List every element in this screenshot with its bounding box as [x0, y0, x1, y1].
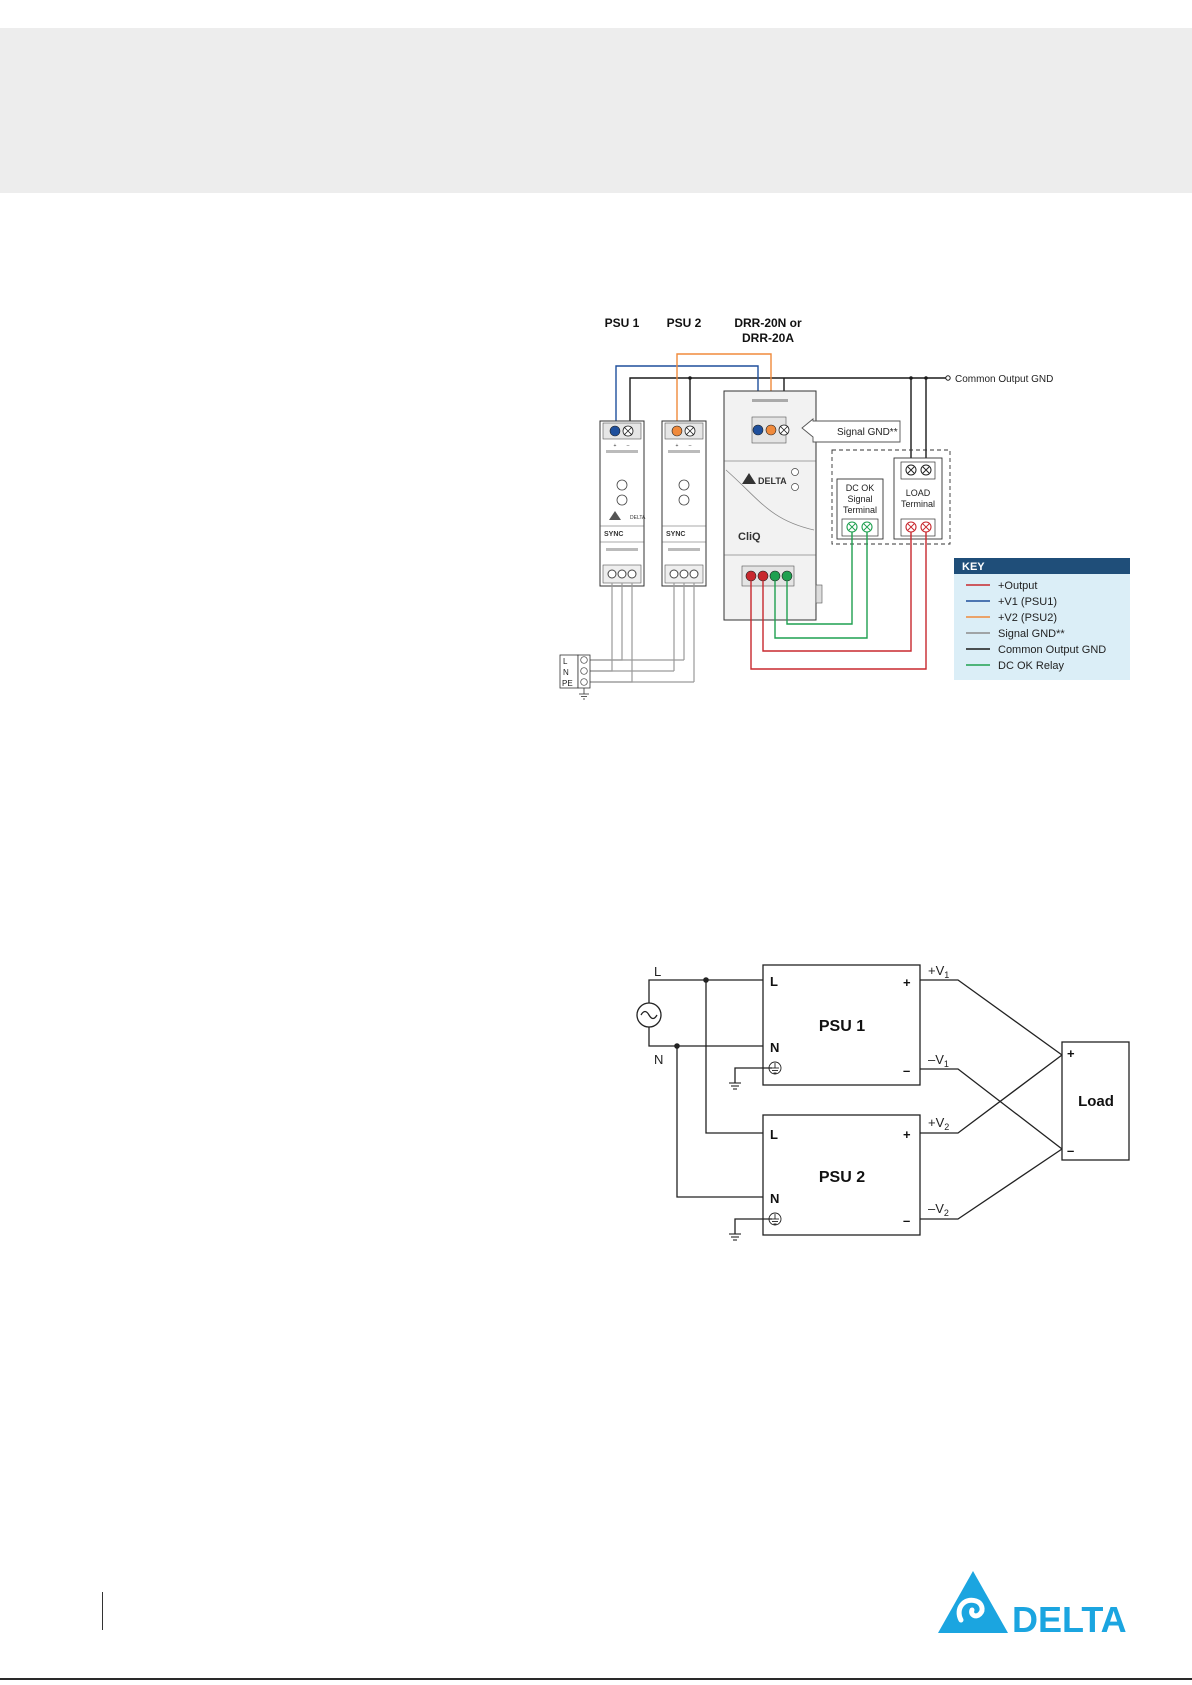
- common-gnd-node: [946, 376, 950, 380]
- svg-text:DELTA: DELTA: [630, 515, 646, 521]
- svg-text:L: L: [770, 974, 778, 989]
- svg-text:+: +: [614, 443, 617, 449]
- load-terminal: LOAD Terminal: [894, 458, 942, 539]
- v1-minus-label: –V1: [928, 1052, 949, 1069]
- svg-text:Terminal: Terminal: [901, 499, 935, 509]
- neutral-label: N: [654, 1052, 663, 1067]
- svg-text:–: –: [903, 1063, 910, 1078]
- delta-logo-text: DELTA: [1012, 1599, 1127, 1640]
- psu2-module: + – SYNC: [662, 421, 706, 586]
- dc-ok-signal-terminal: DC OK Signal Terminal: [837, 479, 883, 539]
- key-item-label: Signal GND**: [998, 628, 1065, 640]
- v1-plus-label: +V1: [928, 963, 949, 980]
- psu1-heading: PSU 1: [605, 316, 640, 330]
- psu2-heading: PSU 2: [667, 316, 702, 330]
- key-item-label: +Output: [998, 580, 1037, 592]
- key-item-label: +V1 (PSU1): [998, 596, 1057, 608]
- psu1-module: + – DELTA SYNC: [600, 421, 646, 586]
- svg-text:+: +: [1067, 1046, 1075, 1061]
- psu2-name: PSU 2: [819, 1169, 865, 1186]
- svg-text:Terminal: Terminal: [843, 505, 877, 515]
- key-title: KEY: [962, 561, 985, 573]
- common-gnd-label: Common Output GND: [955, 374, 1053, 385]
- svg-text:PE: PE: [562, 679, 573, 688]
- mains-terminal-block: L N PE: [560, 655, 590, 699]
- header-band: [0, 28, 1192, 193]
- signal-gnd-callout: Signal GND**: [802, 419, 900, 442]
- svg-text:DC OK: DC OK: [846, 483, 875, 493]
- footer-rule: [0, 1678, 1192, 1680]
- key-item-label: Common Output GND: [998, 644, 1106, 656]
- wiring-diagram: PSU 1 PSU 2 DRR-20N or DRR-20A Common Ou…: [540, 300, 1140, 720]
- svg-text:–: –: [1067, 1143, 1074, 1158]
- key-item-label: +V2 (PSU2): [998, 612, 1057, 624]
- v2-minus-label: –V2: [928, 1201, 949, 1218]
- svg-text:SYNC: SYNC: [666, 531, 685, 538]
- svg-text:Signal: Signal: [847, 494, 872, 504]
- svg-text:L: L: [770, 1127, 778, 1142]
- svg-text:+: +: [903, 1127, 911, 1142]
- svg-text:N: N: [563, 668, 569, 677]
- ac-input-wires: [586, 583, 694, 682]
- footer-divider: [102, 1592, 103, 1630]
- svg-text:N: N: [770, 1191, 779, 1206]
- drr-heading-line2: DRR-20A: [742, 331, 794, 345]
- line-label: L: [654, 964, 661, 979]
- svg-text:LOAD: LOAD: [906, 488, 931, 498]
- load-name: Load: [1078, 1093, 1114, 1110]
- psu1-name: PSU 1: [819, 1018, 865, 1035]
- drr-heading-line1: DRR-20N or: [734, 316, 802, 330]
- wiring-key: KEY +Output +V1 (PSU1) +V2 (PSU2) Signal GN…: [954, 558, 1130, 680]
- svg-text:CliQ: CliQ: [738, 531, 761, 543]
- svg-text:Signal GND**: Signal GND**: [837, 427, 898, 438]
- svg-text:+: +: [676, 443, 679, 449]
- v2-plus-label: +V2: [928, 1115, 949, 1132]
- svg-text:+: +: [903, 975, 911, 990]
- svg-text:N: N: [770, 1040, 779, 1055]
- schematic-diagram: L N PSU 1 L N + – PSU 2 L N + – +V1 –V1 …: [630, 955, 1140, 1255]
- svg-text:–: –: [689, 443, 692, 449]
- key-item-label: DC OK Relay: [998, 660, 1065, 672]
- svg-text:L: L: [563, 657, 568, 666]
- delta-logo: DELTA: [930, 1565, 1140, 1640]
- svg-text:SYNC: SYNC: [604, 531, 623, 538]
- svg-text:DELTA: DELTA: [758, 476, 787, 486]
- svg-text:–: –: [627, 443, 630, 449]
- svg-text:–: –: [903, 1213, 910, 1228]
